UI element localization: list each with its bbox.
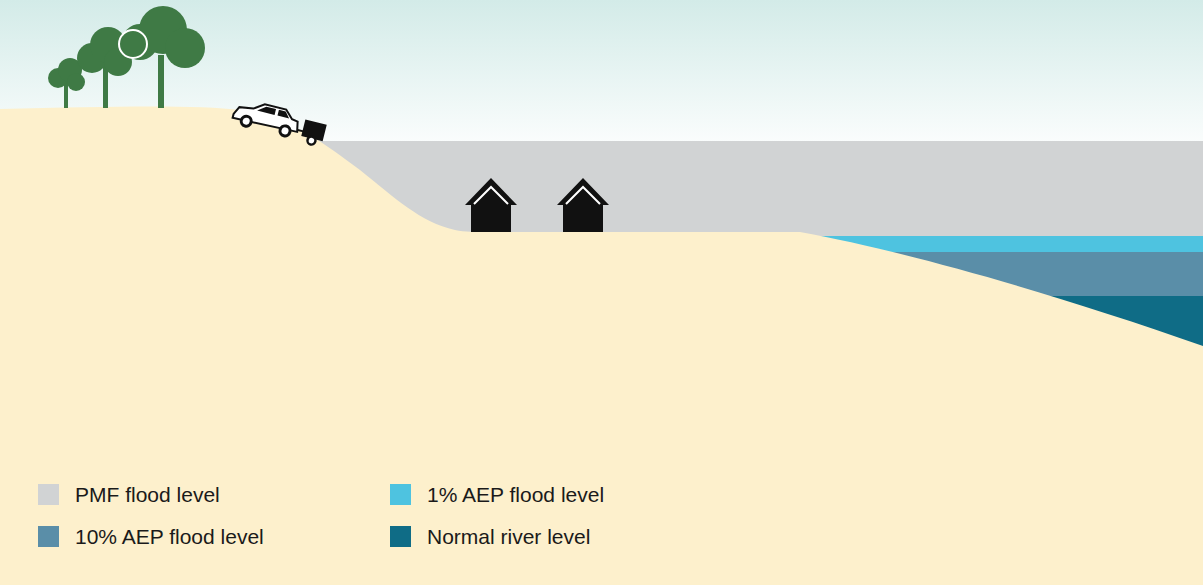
legend-swatch [38, 484, 59, 505]
car-with-trailer [231, 97, 328, 147]
legend-label: Normal river level [427, 526, 590, 547]
ground-profile [0, 107, 1203, 585]
legend-entry: PMF flood level [38, 484, 220, 505]
legend-entry: 1% AEP flood level [390, 484, 604, 505]
legend-entry: Normal river level [390, 526, 590, 547]
legend-label: PMF flood level [75, 484, 220, 505]
legend-swatch [38, 526, 59, 547]
houses [465, 178, 609, 232]
legend-swatch [390, 484, 411, 505]
legend-label: 1% AEP flood level [427, 484, 604, 505]
legend-swatch [390, 526, 411, 547]
legend-entry: 10% AEP flood level [38, 526, 264, 547]
trees [48, 6, 205, 108]
legend-label: 10% AEP flood level [75, 526, 264, 547]
